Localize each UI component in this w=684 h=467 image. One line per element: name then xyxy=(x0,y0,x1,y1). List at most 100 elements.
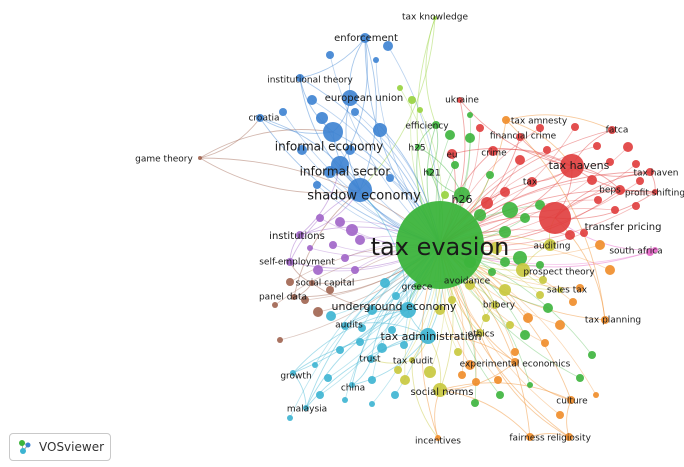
node-institutions[interactable] xyxy=(296,231,304,239)
node-tax-haven[interactable] xyxy=(646,168,654,176)
label-experimental-economics[interactable]: experimental economics xyxy=(460,360,571,370)
minor-node[interactable] xyxy=(490,242,502,254)
label-crime[interactable]: crime xyxy=(481,149,507,159)
minor-node[interactable] xyxy=(536,291,544,299)
label-tax[interactable]: tax xyxy=(523,178,538,188)
vosviewer-badge[interactable]: VOSviewer xyxy=(9,433,111,461)
label-tax-knowledge[interactable]: tax knowledge xyxy=(402,13,468,23)
node-fatca[interactable] xyxy=(608,126,616,134)
minor-node[interactable] xyxy=(386,174,394,182)
minor-node[interactable] xyxy=(373,123,387,137)
minor-node[interactable] xyxy=(555,320,565,330)
label-tax-amnesty[interactable]: tax amnesty xyxy=(511,117,568,127)
label-incentives[interactable]: incentives xyxy=(415,437,461,447)
node-game-theory[interactable] xyxy=(198,156,202,160)
minor-node[interactable] xyxy=(369,401,375,407)
minor-node[interactable] xyxy=(441,191,449,199)
minor-node[interactable] xyxy=(605,265,615,275)
minor-node[interactable] xyxy=(400,341,408,349)
minor-node[interactable] xyxy=(377,343,387,353)
label-h25[interactable]: h25 xyxy=(408,144,425,154)
label-audits[interactable]: audits xyxy=(335,321,363,331)
node-financial-crime[interactable] xyxy=(516,133,524,141)
node-h26[interactable] xyxy=(454,187,470,203)
label-transfer-pricing[interactable]: transfer pricing xyxy=(585,222,662,233)
node-self-employment[interactable] xyxy=(286,258,294,266)
node-ukraine[interactable] xyxy=(457,97,463,103)
minor-node[interactable] xyxy=(345,145,355,155)
minor-node[interactable] xyxy=(329,241,337,249)
minor-node[interactable] xyxy=(500,187,510,197)
minor-node[interactable] xyxy=(543,303,553,313)
minor-node[interactable] xyxy=(316,112,328,124)
node-tax-planning[interactable] xyxy=(601,316,609,324)
minor-node[interactable] xyxy=(316,214,324,222)
minor-node[interactable] xyxy=(565,230,575,240)
minor-node[interactable] xyxy=(506,321,514,329)
label-panel-data[interactable]: panel data xyxy=(259,293,307,303)
label-h21[interactable]: h21 xyxy=(423,169,440,179)
minor-node[interactable] xyxy=(576,284,584,292)
node-religiosity[interactable] xyxy=(565,433,573,441)
minor-node[interactable] xyxy=(623,142,633,152)
minor-node[interactable] xyxy=(481,197,493,209)
minor-node[interactable] xyxy=(368,376,376,384)
label-ethics[interactable]: ethics xyxy=(468,330,495,340)
node-incentives[interactable] xyxy=(435,435,441,441)
label-tax-haven[interactable]: tax haven xyxy=(633,169,678,179)
minor-node[interactable] xyxy=(500,257,510,267)
minor-node[interactable] xyxy=(279,108,287,116)
minor-node[interactable] xyxy=(476,124,484,132)
minor-node[interactable] xyxy=(445,130,455,140)
minor-node[interactable] xyxy=(326,311,336,321)
label-sales-tax[interactable]: sales tax xyxy=(547,286,588,296)
minor-node[interactable] xyxy=(351,266,359,274)
label-shadow-economy[interactable]: shadow economy xyxy=(307,189,421,204)
node-tax-evasion[interactable] xyxy=(396,201,484,289)
minor-node[interactable] xyxy=(632,160,640,168)
label-eu[interactable]: eu xyxy=(446,151,457,161)
minor-node[interactable] xyxy=(342,397,348,403)
minor-node[interactable] xyxy=(356,338,364,346)
minor-node[interactable] xyxy=(543,146,551,154)
node-culture[interactable] xyxy=(567,396,575,404)
minor-node[interactable] xyxy=(472,378,480,386)
minor-node[interactable] xyxy=(486,171,494,179)
minor-node[interactable] xyxy=(541,339,549,347)
label-bribery[interactable]: bribery xyxy=(483,301,516,311)
node-malaysia[interactable] xyxy=(303,405,309,411)
minor-node[interactable] xyxy=(312,362,318,368)
minor-node[interactable] xyxy=(394,366,402,374)
minor-node[interactable] xyxy=(336,346,344,354)
node-h25[interactable] xyxy=(415,144,421,150)
label-auditing[interactable]: auditing xyxy=(534,242,571,252)
label-tax-evasion[interactable]: tax evasion xyxy=(371,233,510,261)
minor-node[interactable] xyxy=(391,391,399,399)
minor-node[interactable] xyxy=(520,330,530,340)
minor-node[interactable] xyxy=(388,326,396,334)
label-fatca[interactable]: fatca xyxy=(606,126,629,136)
minor-node[interactable] xyxy=(606,158,614,166)
minor-node[interactable] xyxy=(576,374,584,382)
minor-node[interactable] xyxy=(632,202,640,210)
node-tax-havens[interactable] xyxy=(560,154,584,178)
minor-node[interactable] xyxy=(341,254,349,262)
label-tax-planning[interactable]: tax planning xyxy=(585,316,641,326)
minor-node[interactable] xyxy=(307,95,317,105)
label-malaysia[interactable]: malaysia xyxy=(287,405,327,415)
minor-node[interactable] xyxy=(502,202,518,218)
node-avoidance[interactable] xyxy=(465,280,475,290)
minor-node[interactable] xyxy=(287,415,293,421)
node-social-norms[interactable] xyxy=(433,383,447,397)
minor-node[interactable] xyxy=(301,296,309,304)
minor-node[interactable] xyxy=(297,145,307,155)
node-panel-data[interactable] xyxy=(291,294,297,300)
minor-node[interactable] xyxy=(277,337,283,343)
node-prospect-theory[interactable] xyxy=(516,263,530,277)
minor-node[interactable] xyxy=(454,348,462,356)
minor-node[interactable] xyxy=(482,314,490,322)
minor-node[interactable] xyxy=(367,305,377,315)
minor-node[interactable] xyxy=(358,324,366,332)
minor-node[interactable] xyxy=(326,286,334,294)
